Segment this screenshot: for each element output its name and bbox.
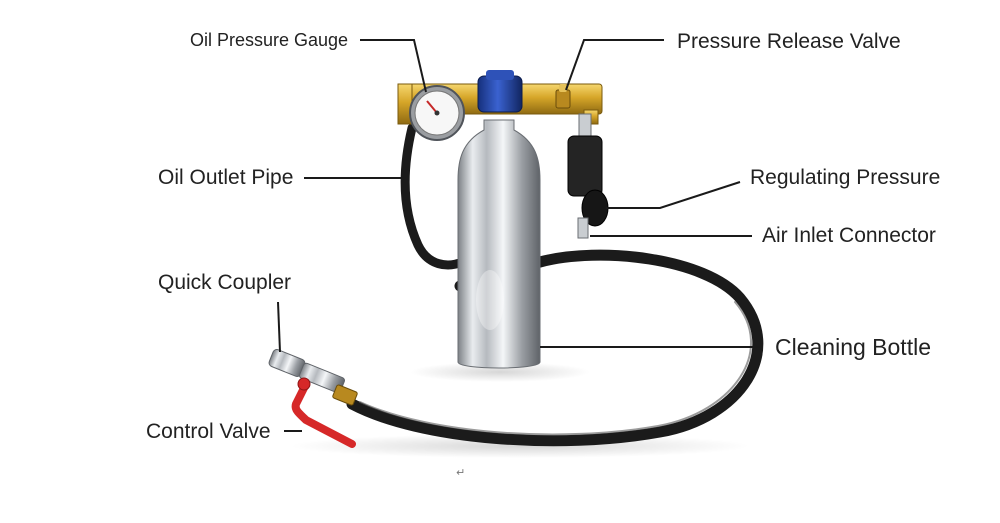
cleaning-bottle	[457, 119, 541, 369]
regulator-fitting	[578, 113, 592, 137]
label-oil-outlet-pipe: Oil Outlet Pipe	[158, 166, 294, 189]
leader-regulating-pressure	[606, 181, 741, 209]
label-control-valve: Control Valve	[146, 420, 271, 443]
label-pressure-release-valve: Pressure Release Valve	[677, 30, 901, 53]
leader-quick-coupler	[277, 301, 281, 353]
leader-oil-pressure-gauge	[360, 39, 427, 93]
control-valve-hub	[297, 377, 311, 391]
label-quick-coupler: Quick Coupler	[158, 271, 292, 294]
label-cleaning-bottle: Cleaning Bottle	[775, 334, 931, 360]
gauge-hub	[434, 110, 440, 116]
floor-shadow	[410, 362, 590, 382]
hose-ferrule	[332, 384, 358, 406]
bottle-cap-top	[486, 70, 514, 80]
pressure-release-valve	[555, 89, 571, 109]
regulator-body	[567, 135, 603, 197]
oil-outlet-pipe	[400, 123, 467, 270]
bottle-reflection	[476, 270, 504, 330]
leader-pressure-release-valve	[565, 39, 664, 91]
label-oil-pressure-gauge: Oil Pressure Gauge	[190, 30, 349, 50]
control-valve-handle	[291, 380, 356, 448]
air-inlet-connector	[577, 217, 589, 239]
label-regulating-pressure: Regulating Pressure	[750, 166, 941, 189]
return-mark: ↵	[456, 467, 466, 479]
release-valve-knob	[559, 84, 567, 92]
label-air-inlet-connector: Air Inlet Connector	[762, 224, 936, 247]
bottle-cap	[477, 75, 523, 113]
gauge-needle	[426, 100, 438, 114]
supply-hose-highlight	[359, 301, 753, 436]
